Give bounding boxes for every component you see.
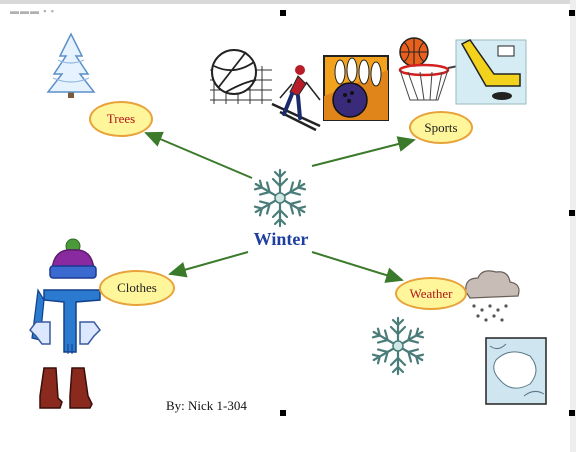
volleyball-icon [210,49,272,104]
window-top-border [0,0,576,4]
snowflake-icon [369,316,427,376]
arrow-to-weather [311,251,404,283]
snowflake-icon [251,168,309,228]
node-clothes: Clothes [99,270,175,306]
weather-map-icon [485,337,547,405]
arrow-to-clothes [168,251,249,278]
arrow-to-trees [144,131,253,179]
node-trees: Trees [89,101,153,137]
bowling-icon [323,55,389,121]
mittens-icon [29,321,101,345]
author-credit: By: Nick 1-304 [166,398,247,413]
center-node-label: Winter [253,229,309,249]
winter-hat-icon [49,238,97,279]
basketball-hoop-icon [398,37,459,101]
hockey-stick-icon [455,39,527,105]
node-weather: Weather [395,277,467,310]
selection-handle-top[interactable] [280,10,286,16]
boots-icon [39,367,93,409]
selection-handle-bottom-right[interactable] [569,410,575,416]
skier-icon [271,65,321,132]
arrow-to-sports [311,136,416,167]
node-sports: Sports [409,111,473,144]
pine-tree-icon [46,32,96,98]
selection-handle-top-right[interactable] [569,10,575,16]
selection-handle-bottom[interactable] [280,410,286,416]
faint-header-text: ▬▬▬ ▪ ▪ [10,6,55,16]
snow-cloud-icon [465,270,520,322]
window-right-border [570,0,576,452]
selection-handle-right[interactable] [569,210,575,216]
